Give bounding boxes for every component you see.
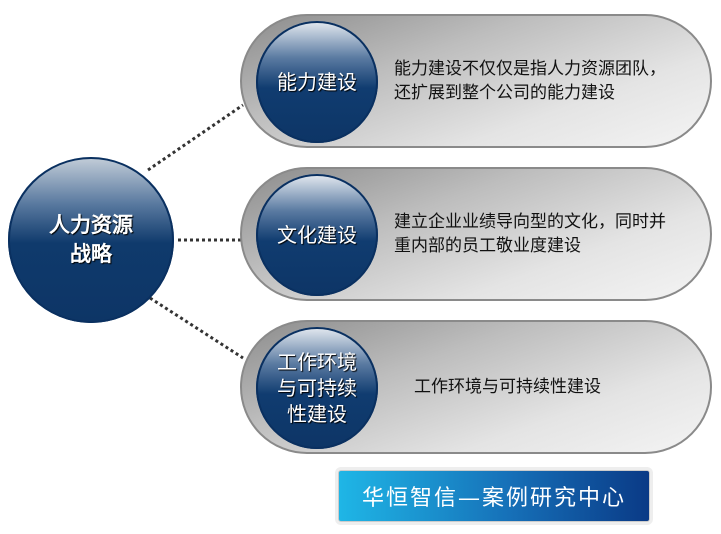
connector-1 [147, 103, 244, 172]
item-node: 能力建设 [256, 21, 378, 143]
hub-title-line2: 战略 [70, 242, 112, 266]
source-banner: 华恒智信—案例研究中心 [338, 470, 650, 522]
item-title: 文化建设 [277, 223, 357, 247]
item-desc-line: 能力建设不仅仅是指人力资源团队， [394, 59, 666, 79]
item-capability: 能力建设 能力建设不仅仅是指人力资源团队， 还扩展到整个公司的能力建设 [240, 14, 712, 148]
connector-3 [149, 296, 244, 360]
hub-circle: 人力资源 战略 [8, 157, 174, 323]
item-title: 能力建设 [277, 70, 357, 94]
hub-title-line1: 人力资源 [49, 213, 133, 237]
item-node: 工作环境 与可持续 性建设 [256, 327, 378, 449]
item-desc-line: 重内部的员工敬业度建设 [394, 236, 581, 256]
item-title-line: 工作环境 [277, 350, 357, 374]
item-culture: 文化建设 建立企业业绩导向型的文化，同时并重内部的员工敬业度建设 [240, 167, 712, 301]
item-desc-line: 工作环境与可持续性建设 [414, 377, 601, 397]
item-desc-line: 还扩展到整个公司的能力建设 [394, 83, 615, 103]
item-title-line: 性建设 [287, 402, 347, 426]
item-desc-line: 建立企业业绩导向型的文化，同时并 [394, 212, 666, 232]
item-environment: 工作环境 与可持续 性建设 工作环境与可持续性建设 [240, 320, 712, 454]
item-title-line: 与可持续 [277, 376, 357, 400]
item-node: 文化建设 [256, 174, 378, 296]
